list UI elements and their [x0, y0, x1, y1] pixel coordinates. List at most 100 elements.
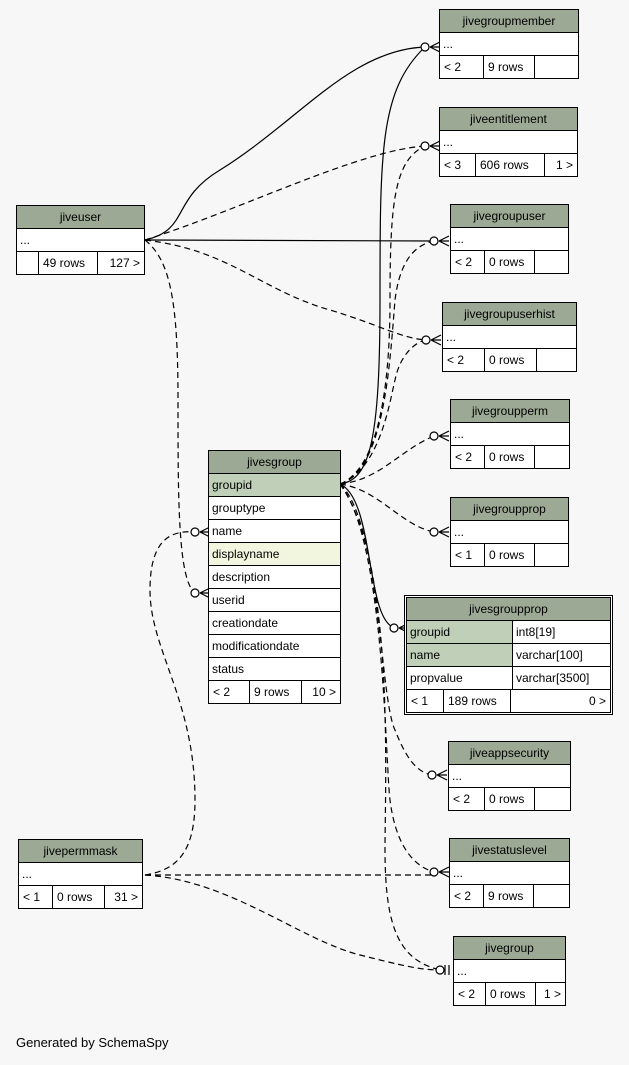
link-jiveuser-groupmember	[144, 46, 426, 241]
column-groupid: groupid	[209, 474, 340, 497]
column-ellipsis: ...	[451, 228, 568, 251]
column-name: groupid	[407, 621, 513, 643]
table-title: jiveuser	[17, 206, 144, 229]
table-footer: < 1 0 rows	[451, 544, 568, 566]
children-count: 1 >	[555, 158, 573, 172]
column-groupid: groupid int8[19]	[407, 621, 610, 644]
table-footer: < 2 9 rows	[440, 56, 578, 78]
link-jivesgroup-groupmember	[339, 46, 426, 485]
link-jiveuser-groupuserhist	[144, 239, 427, 341]
children-count: 31 >	[114, 890, 138, 904]
children-count: 10 >	[312, 685, 336, 699]
table-jivestatuslevel[interactable]: jivestatuslevel ... < 2 9 rows	[449, 838, 570, 908]
table-footer: < 2 0 rows	[451, 446, 569, 468]
column-displayname: displayname	[209, 543, 340, 566]
table-jivegroupuser[interactable]: jivegroupuser ... < 2 0 rows	[450, 204, 569, 274]
table-footer: < 2 9 rows	[450, 885, 569, 907]
column-type: varchar[3500]	[516, 671, 590, 685]
table-jivesgroup[interactable]: jivesgroup groupid grouptype name displa…	[208, 450, 341, 704]
table-title: jivepermmask	[19, 840, 142, 863]
children-count: 127 >	[109, 256, 140, 270]
table-title: jivegroup	[454, 937, 565, 960]
table-jivegroupprop[interactable]: jivegroupprop ... < 1 0 rows	[450, 497, 569, 567]
column-name: name	[407, 644, 513, 666]
link-jivesgroup-entitlement	[339, 145, 426, 485]
generated-by-credit: Generated by SchemaSpy	[16, 1035, 169, 1050]
column-ellipsis: ...	[17, 229, 144, 252]
table-footer: < 2 9 rows 10 >	[209, 681, 340, 703]
table-title: jiveappsecurity	[449, 742, 570, 765]
table-jivegroupmember[interactable]: jivegroupmember ... < 2 9 rows	[439, 9, 579, 79]
table-jivegroup[interactable]: jivegroup ... < 2 0 rows 1 >	[453, 936, 566, 1006]
table-jivepermmask[interactable]: jivepermmask ... < 1 0 rows 31 >	[18, 839, 143, 909]
parents-count: < 2	[209, 681, 250, 703]
column-ellipsis: ...	[451, 423, 569, 446]
children-count: 0 >	[588, 694, 606, 708]
table-jivegroupuserhist[interactable]: jivegroupuserhist ... < 2 0 rows	[442, 302, 577, 372]
parents-count: < 1	[407, 690, 444, 712]
link-jivesgroup-groupuserhist	[339, 339, 427, 485]
table-title: jivesgroupprop	[407, 598, 610, 621]
link-jivesgroup-jivesgroupprop	[339, 483, 396, 629]
row-count: 0 rows	[485, 349, 537, 371]
column-ellipsis: ...	[440, 131, 577, 154]
row-count: 0 rows	[485, 544, 535, 566]
table-footer: < 3 606 rows 1 >	[440, 154, 577, 176]
parents-count: < 2	[443, 349, 485, 371]
row-count: 0 rows	[485, 446, 535, 468]
column-name: name	[209, 520, 340, 543]
parents-count: < 2	[440, 56, 484, 78]
column-name: propvalue	[407, 667, 513, 689]
table-title: jivesgroup	[209, 451, 340, 474]
table-footer: < 2 0 rows 1 >	[454, 983, 565, 1005]
column-userid: userid	[209, 589, 340, 612]
children-count	[535, 56, 578, 78]
table-footer: < 2 0 rows	[449, 788, 570, 810]
children-count	[534, 885, 569, 907]
table-footer: 49 rows 127 >	[17, 252, 144, 274]
row-count: 9 rows	[484, 885, 534, 907]
parents-count: < 3	[440, 154, 476, 176]
link-jivesgroup-jivegroup	[339, 483, 441, 971]
table-jivegroupperm[interactable]: jivegroupperm ... < 2 0 rows	[450, 399, 570, 469]
parents-count: < 2	[454, 983, 486, 1005]
table-title: jivegroupuser	[451, 205, 568, 228]
link-jiveuser-entitlement	[144, 145, 426, 241]
row-count: 0 rows	[486, 983, 536, 1005]
table-jiveuser[interactable]: jiveuser ... 49 rows 127 >	[16, 205, 145, 275]
table-jiveappsecurity[interactable]: jiveappsecurity ... < 2 0 rows	[448, 741, 571, 811]
column-grouptype: grouptype	[209, 497, 340, 520]
row-count: 0 rows	[485, 251, 535, 273]
table-title: jiveentitlement	[440, 108, 577, 131]
table-title: jivestatuslevel	[450, 839, 569, 862]
children-count: 1 >	[543, 987, 561, 1001]
link-jiveuser-groupuser	[144, 239, 435, 242]
table-title: jivegroupuserhist	[443, 303, 576, 326]
children-count	[537, 349, 576, 371]
column-creationdate: creationdate	[209, 612, 340, 635]
children-count	[535, 251, 568, 273]
parents-count: < 2	[451, 446, 485, 468]
children-count	[535, 544, 568, 566]
row-count: 0 rows	[53, 886, 105, 908]
children-count	[535, 446, 569, 468]
link-permmask-jivegroup	[144, 874, 441, 971]
row-count: 606 rows	[476, 154, 545, 176]
link-jivesgroup-groupperm	[339, 435, 435, 485]
column-status: status	[209, 658, 340, 681]
link-permmask-jivesgroup-name	[144, 531, 196, 876]
column-type: int8[19]	[516, 625, 556, 639]
row-count: 189 rows	[444, 690, 511, 712]
table-footer: < 2 0 rows	[443, 349, 576, 371]
table-jiveentitlement[interactable]: jiveentitlement ... < 3 606 rows 1 >	[439, 107, 578, 177]
table-footer: < 2 0 rows	[451, 251, 568, 273]
parents-count: < 1	[451, 544, 485, 566]
parents-count: < 2	[451, 251, 485, 273]
row-count: 9 rows	[250, 681, 302, 703]
table-jivesgroupprop[interactable]: jivesgroupprop groupid int8[19] name var…	[404, 595, 613, 715]
link-jivesgroup-groupprop	[339, 483, 435, 533]
column-ellipsis: ...	[454, 960, 565, 983]
column-modificationdate: modificationdate	[209, 635, 340, 658]
parents-count: < 1	[19, 886, 53, 908]
row-count: 0 rows	[485, 788, 535, 810]
